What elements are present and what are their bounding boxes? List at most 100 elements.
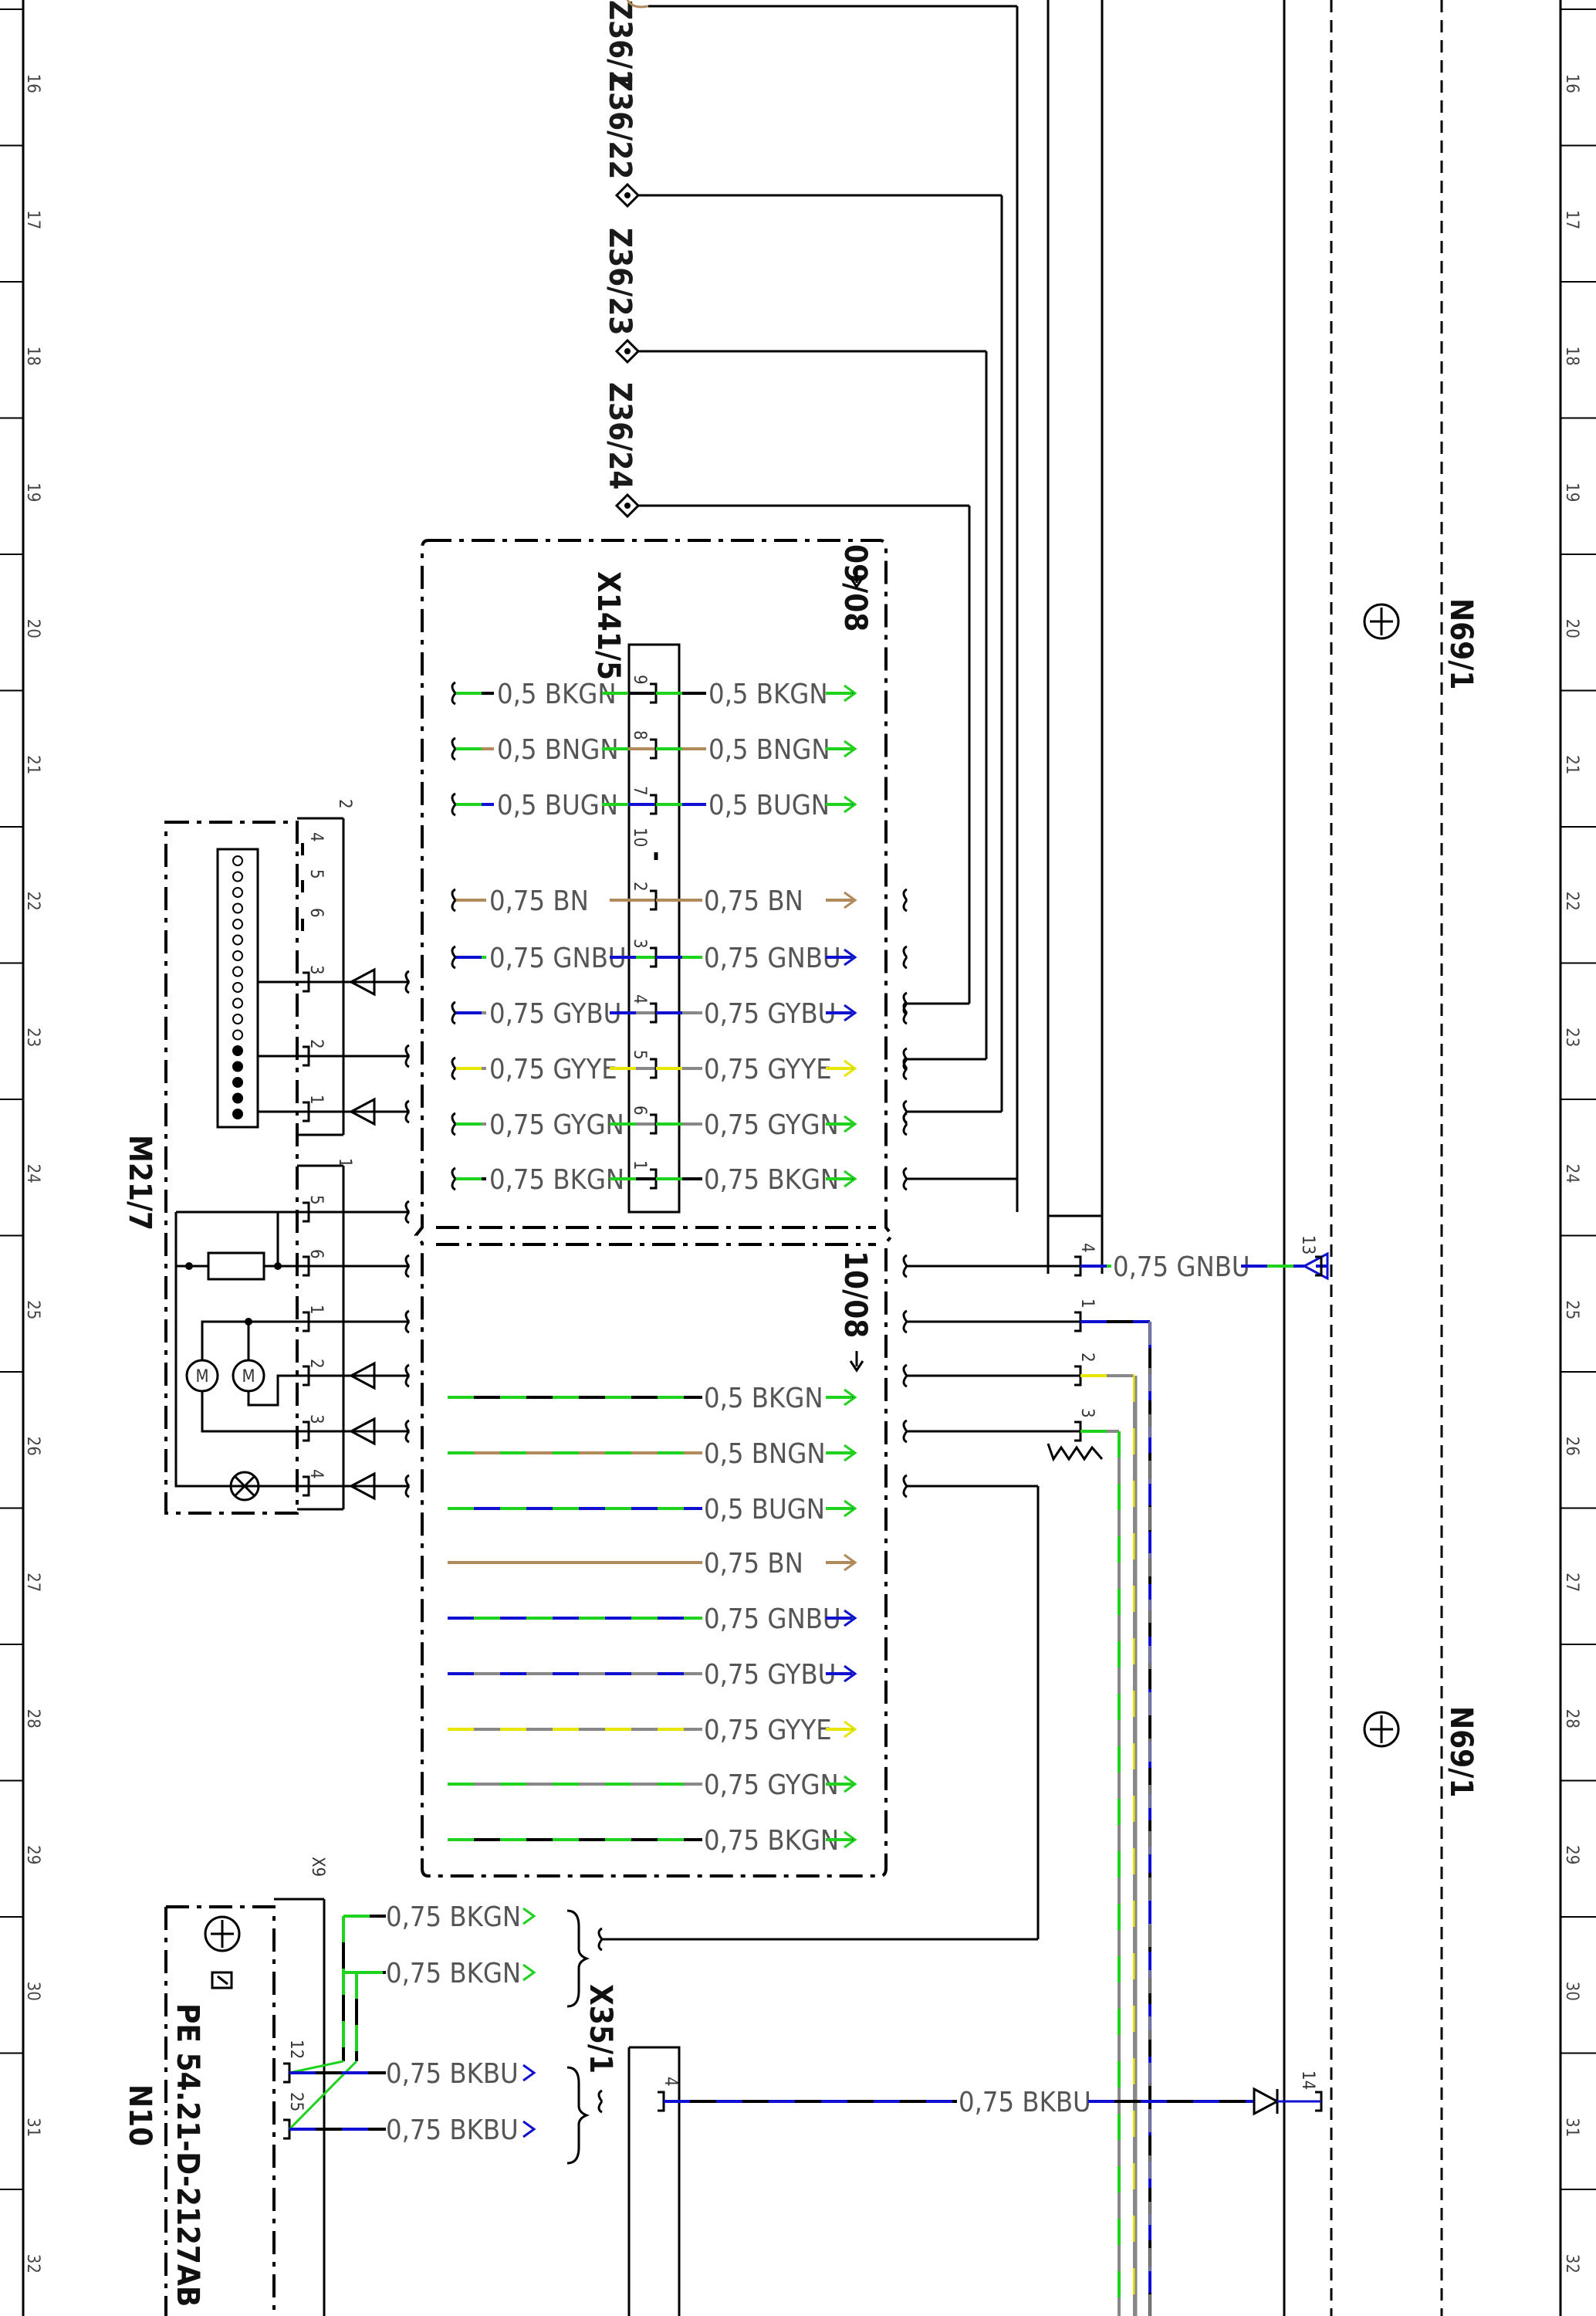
wire-label-left: 0,75 BN bbox=[489, 885, 589, 917]
wire-label-left: 0,5 BUGN bbox=[497, 790, 618, 821]
wire-label-left: 0,75 GYBU bbox=[489, 998, 621, 1030]
pin-number: 2 bbox=[306, 1359, 326, 1369]
grid-number-right: 21 bbox=[1562, 755, 1581, 774]
wire-label-left: 0,75 GNBU bbox=[489, 943, 627, 974]
wire-end-right bbox=[902, 1309, 908, 1334]
grid-number-right: 16 bbox=[1562, 74, 1581, 93]
ground-point-top: Z36/1 bbox=[602, 0, 637, 88]
arrow-tip bbox=[844, 891, 857, 909]
junction-dot bbox=[185, 1262, 193, 1270]
wire-label-lower: 0,75 GNBU bbox=[704, 1603, 841, 1635]
grid-number-right: 32 bbox=[1562, 2254, 1581, 2274]
arrow-tip bbox=[844, 1170, 857, 1188]
ground-point-dot bbox=[624, 348, 631, 354]
wire-label-lower: 0,5 BNGN bbox=[704, 1438, 826, 1470]
pin-number: 4 bbox=[661, 2077, 680, 2087]
wire-label-right: 0,75 GYBU bbox=[704, 998, 836, 1030]
pin-number: 4 bbox=[1077, 1243, 1097, 1253]
pin-number: 1 bbox=[1077, 1299, 1097, 1309]
pin-number: 4 bbox=[306, 832, 326, 842]
led-dot bbox=[232, 1061, 243, 1072]
connector-break-icon bbox=[1047, 1443, 1104, 1462]
wire-end bbox=[404, 970, 411, 994]
pin-number: 2 bbox=[306, 1039, 326, 1049]
pin-number: 6 bbox=[630, 1106, 649, 1116]
arrow-tip bbox=[844, 1609, 857, 1627]
arrow-tip bbox=[522, 2064, 536, 2082]
grid-number-left: 32 bbox=[23, 2254, 42, 2274]
pin-number: 2 bbox=[630, 882, 649, 892]
component-label-n10: N10 bbox=[122, 2084, 157, 2146]
grid-number-left: 20 bbox=[23, 619, 42, 638]
arrow-icon bbox=[1253, 2087, 1280, 2116]
wire-end-right bbox=[902, 1254, 908, 1278]
connector-label-m21-2: 2 bbox=[335, 799, 354, 809]
pin-number: 1 bbox=[306, 1305, 326, 1315]
wire-end bbox=[404, 1419, 411, 1444]
connector-label-10-08: 10/08 bbox=[837, 1251, 873, 1338]
wire-label-right: 0,75 BKGN bbox=[704, 1164, 839, 1196]
arrow-tip bbox=[844, 1553, 857, 1572]
arrow-down-icon bbox=[849, 567, 864, 589]
wire-label-left: 0,75 GYGN bbox=[489, 1109, 624, 1141]
wire-end-right bbox=[902, 1419, 908, 1444]
lamp-icon bbox=[229, 1471, 260, 1502]
grid-number-right: 19 bbox=[1562, 482, 1581, 502]
pin-number: 9 bbox=[630, 675, 649, 685]
wire-end bbox=[451, 888, 457, 913]
wire-end-right bbox=[902, 945, 908, 970]
wire-end bbox=[404, 1044, 411, 1068]
pin-number: 5 bbox=[306, 869, 326, 879]
wire-end bbox=[597, 1927, 604, 1952]
led-dot bbox=[232, 871, 243, 882]
brace-icon bbox=[566, 2066, 590, 2165]
wire-label-right: 0,5 BNGN bbox=[708, 734, 830, 766]
grid-number-left: 16 bbox=[23, 74, 42, 93]
arrow-down-icon bbox=[849, 1351, 864, 1373]
grid-number-left: 30 bbox=[23, 1982, 42, 2001]
connector-label-09-08: 09/08 bbox=[837, 544, 873, 631]
grid-number-right: 22 bbox=[1562, 892, 1581, 911]
arrow-tip bbox=[844, 1115, 857, 1133]
pin-number: 4 bbox=[306, 1469, 326, 1479]
grid-number-left: 28 bbox=[23, 1709, 42, 1729]
pin-tick bbox=[1315, 1255, 1323, 1277]
led-dot bbox=[232, 887, 243, 898]
arrow-tip bbox=[844, 1444, 857, 1462]
grid-number-right: 18 bbox=[1562, 347, 1581, 366]
wire-label-right: 0,75 GYGN bbox=[704, 1109, 839, 1141]
led-dot bbox=[232, 1109, 243, 1119]
wire-end bbox=[404, 1254, 411, 1278]
pin-number: 5 bbox=[306, 1195, 326, 1205]
wire-end bbox=[404, 1099, 411, 1124]
grid-number-right: 28 bbox=[1562, 1709, 1581, 1729]
wire-label-lower: 0,75 BKGN bbox=[704, 1825, 839, 1857]
wire-label-lower: 0,75 GYBU bbox=[704, 1659, 836, 1691]
led-dot bbox=[232, 1077, 243, 1088]
wire-end bbox=[451, 681, 457, 706]
junction-dot bbox=[245, 1318, 252, 1326]
arrow-tip bbox=[844, 1830, 857, 1849]
grid-number-right: 24 bbox=[1562, 1164, 1581, 1183]
wire-label-n10: 0,75 BKGN bbox=[386, 1901, 521, 1933]
pin-number: 1 bbox=[630, 1160, 649, 1170]
grid-number-left: 31 bbox=[23, 2118, 42, 2137]
pin-number: 7 bbox=[630, 786, 649, 796]
motor-icon-glyph: M bbox=[242, 1367, 255, 1387]
lamp-icon-x bbox=[234, 1475, 255, 1497]
wire-label-right: 0,5 BKGN bbox=[708, 679, 828, 710]
arrow-tip bbox=[522, 1907, 536, 1925]
transistor-icon bbox=[1363, 1711, 1400, 1748]
grid-number-left: 27 bbox=[23, 1573, 42, 1592]
arrow-tip bbox=[844, 740, 857, 758]
connector-box-split bbox=[436, 1226, 876, 1246]
pin-tick bbox=[658, 2091, 665, 2112]
arrow-tip bbox=[844, 1664, 857, 1683]
wire-end bbox=[404, 1200, 411, 1224]
arrow-tip bbox=[844, 1004, 857, 1022]
arrow-tip bbox=[844, 948, 857, 967]
led-dot bbox=[232, 982, 243, 993]
grid-number-right: 29 bbox=[1562, 1845, 1581, 1864]
wire-label-lower: 0,5 BUGN bbox=[704, 1494, 825, 1525]
transistor-icon-lines bbox=[211, 1920, 234, 1948]
